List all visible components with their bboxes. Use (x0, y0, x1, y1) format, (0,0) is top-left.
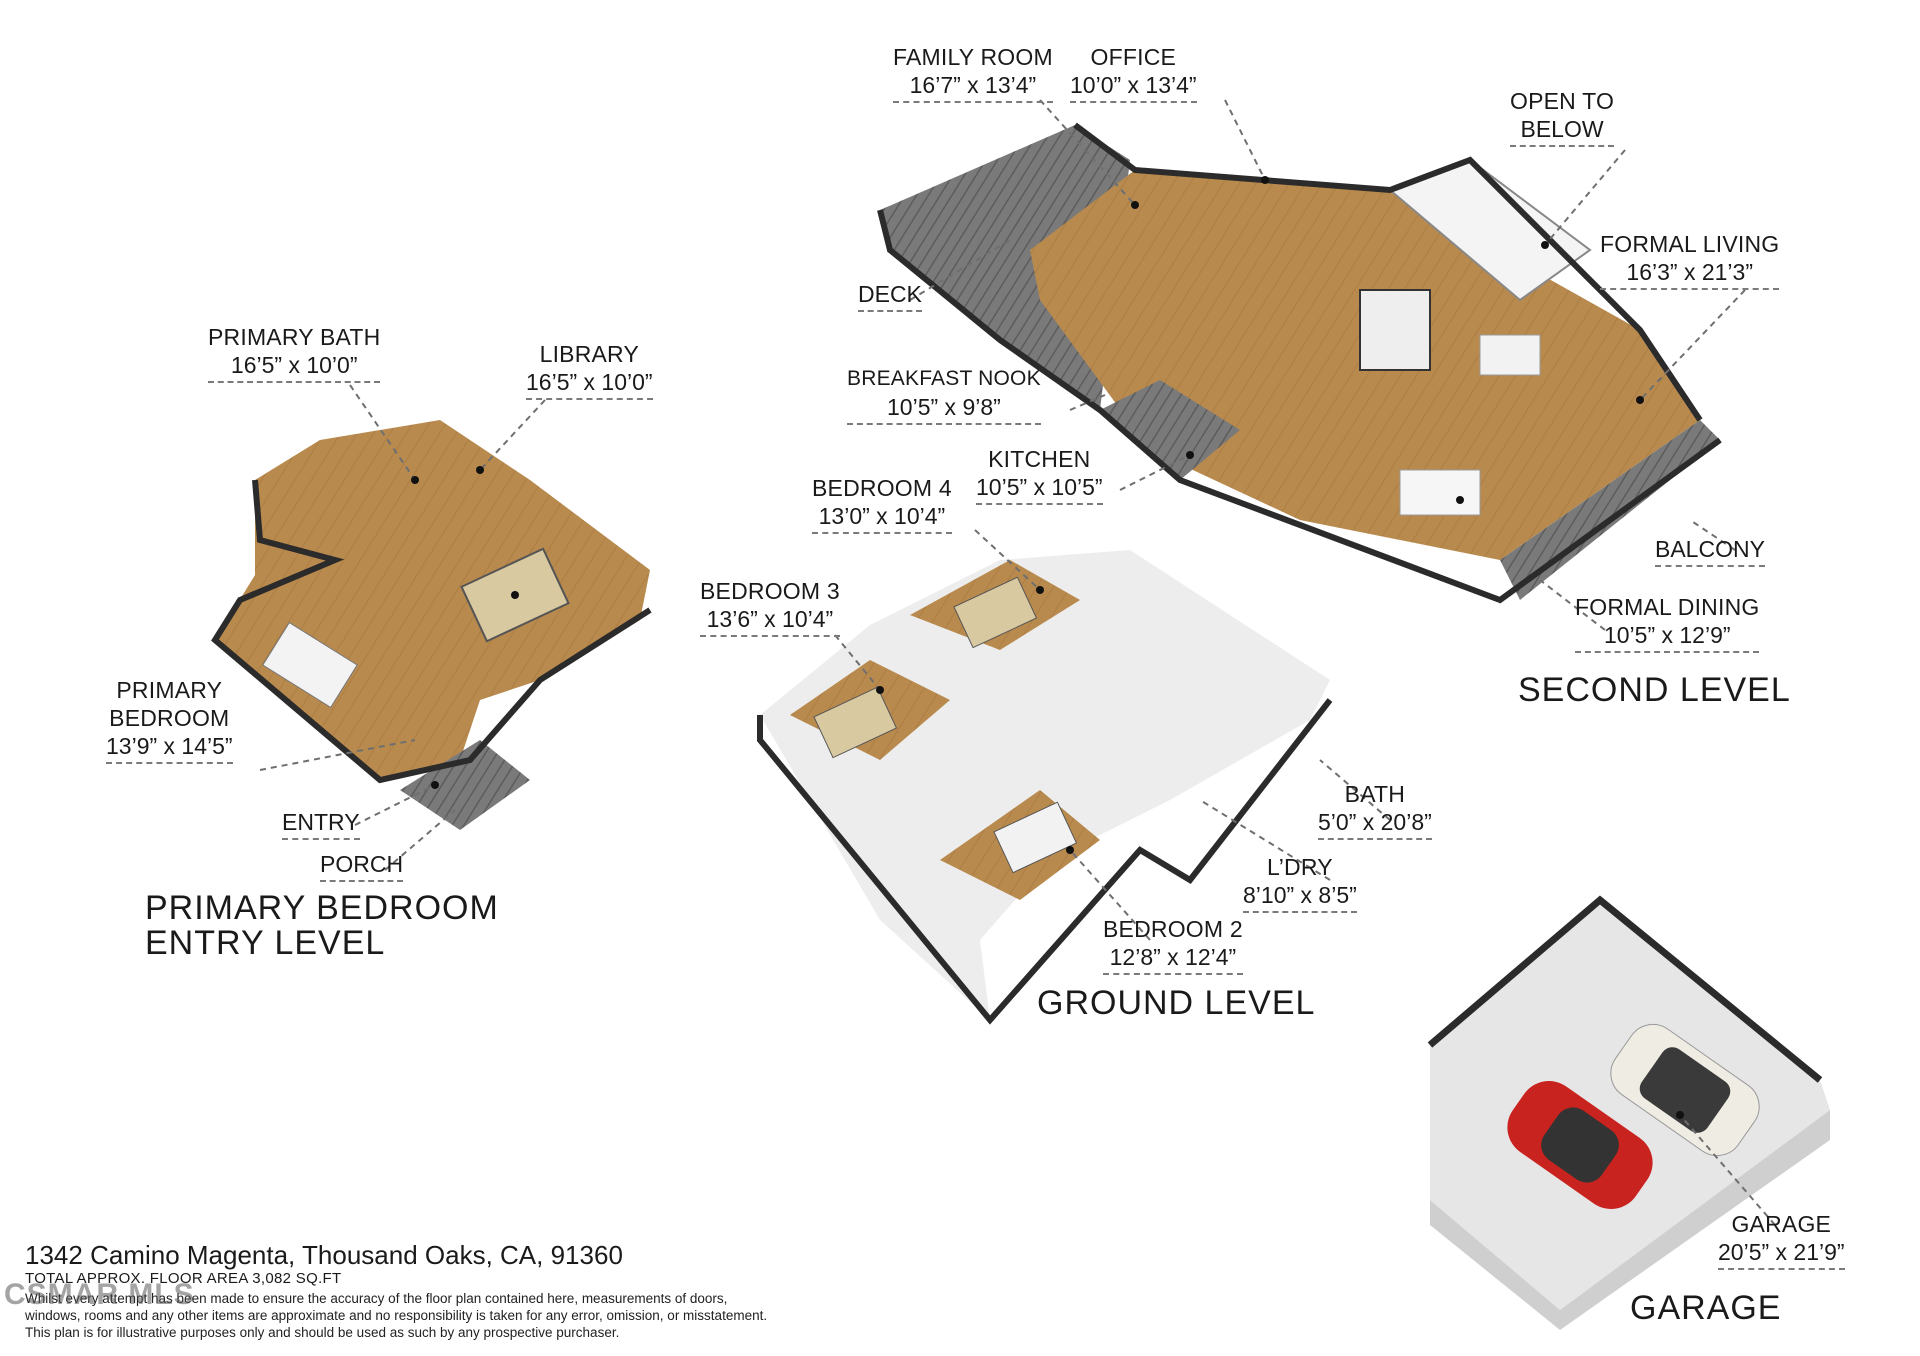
label-open-to-below: OPEN TO BELOW (1510, 87, 1614, 147)
room-name: ENTRY (282, 808, 360, 840)
disclaimer-line-1: Whilst every attempt has been made to en… (25, 1291, 728, 1306)
label-formal-dining: FORMAL DINING 10’5” x 12’9” (1575, 593, 1759, 653)
label-bedroom-2: BEDROOM 2 12’8” x 12’4” (1103, 915, 1243, 975)
room-name-line-2: BELOW (1510, 115, 1614, 147)
red-car-roof (1541, 1107, 1619, 1183)
room-dimensions: 20’5” x 21’9” (1718, 1238, 1845, 1270)
second-level-plan (877, 122, 1722, 604)
label-garage: GARAGE 20’5” x 21’9” (1718, 1210, 1845, 1270)
room-name: BEDROOM 3 (700, 578, 840, 604)
label-deck: DECK (858, 280, 922, 312)
room-name: FORMAL LIVING (1600, 231, 1780, 257)
label-kitchen: KITCHEN 10’5” x 10’5” (976, 445, 1103, 505)
label-primary-bath: PRIMARY BATH 16’5” x 10’0” (208, 323, 380, 383)
room-name: DECK (858, 280, 922, 312)
sofa (1479, 334, 1541, 376)
entry-level-plan (211, 420, 652, 830)
room-dimensions: 16’5” x 10’0” (208, 351, 380, 383)
porch-deck (400, 740, 530, 830)
label-primary-bedroom: PRIMARY BEDROOM 13’9” x 14’5” (106, 676, 233, 764)
room-dimensions: 10’5” x 12’9” (1575, 621, 1759, 653)
room-dimensions: 16’7” x 13’4” (893, 71, 1053, 103)
label-family-room: FAMILY ROOM 16’7” x 13’4” (893, 43, 1053, 103)
room-name: FAMILY ROOM (893, 44, 1053, 70)
label-balcony: BALCONY (1655, 535, 1765, 567)
staircase (262, 621, 358, 709)
ground-level-plan (757, 550, 1333, 1025)
room-dimensions: 13’6” x 10’4” (700, 605, 840, 637)
level-title-entry-line-1: PRIMARY BEDROOM (145, 889, 499, 927)
room-name: PRIMARY BATH (208, 324, 381, 350)
garage-walls (1427, 895, 1823, 1083)
room-name: KITCHEN (988, 446, 1091, 472)
room-name: BEDROOM 4 (812, 475, 952, 501)
label-bath: BATH 5’0” x 20’8” (1318, 780, 1432, 840)
room-dimensions: 10’0” x 13’4” (1070, 71, 1197, 103)
room-name: BEDROOM 2 (1103, 916, 1243, 942)
label-entry: ENTRY (282, 808, 360, 840)
label-laundry: L’DRY 8’10” x 8’5” (1243, 853, 1357, 913)
disclaimer-line-2: windows, rooms and any other items are a… (25, 1308, 768, 1323)
room-dimensions: 5’0” x 20’8” (1318, 808, 1432, 840)
room-name-line-1: PRIMARY (116, 677, 223, 703)
room-dimensions: 10’5” x 9’8” (847, 393, 1041, 425)
dining-table (1399, 469, 1481, 516)
room-dimensions: 8’10” x 8’5” (1243, 881, 1357, 913)
label-porch: PORCH (320, 850, 403, 882)
room-dimensions: 13’0” x 10’4” (812, 502, 952, 534)
room-name: FORMAL DINING (1575, 594, 1760, 620)
bed-2 (993, 801, 1078, 874)
second-level-walls (877, 209, 1722, 604)
label-breakfast-nook: BREAKFAST NOOK 10’5” x 9’8” (847, 365, 1041, 425)
level-title-entry-line-2: ENTRY LEVEL (145, 924, 386, 962)
room-name: BREAKFAST NOOK (847, 367, 1041, 390)
level-title-second: SECOND LEVEL (1518, 671, 1791, 709)
property-address: 1342 Camino Magenta, Thousand Oaks, CA, … (25, 1240, 623, 1270)
label-office: OFFICE 10’0” x 13’4” (1070, 43, 1197, 103)
level-title-ground: GROUND LEVEL (1037, 984, 1316, 1022)
room-name: BALCONY (1655, 535, 1765, 567)
deck-area (880, 125, 1130, 410)
label-library: LIBRARY 16’5” x 10’0” (526, 340, 653, 400)
room-name: OFFICE (1090, 44, 1177, 70)
label-formal-living: FORMAL LIVING 16’3” x 21’3” (1600, 230, 1779, 290)
room-name: GARAGE (1731, 1211, 1832, 1237)
disclaimer-line-3: This plan is for illustrative purposes o… (25, 1325, 620, 1340)
garage-plan (1427, 895, 1830, 1330)
entry-level-floor (215, 420, 650, 780)
room-name-line-1: OPEN TO (1510, 88, 1615, 114)
room-name: L’DRY (1267, 854, 1333, 880)
room-name: PORCH (320, 850, 403, 882)
label-bedroom-3: BEDROOM 3 13’6” x 10’4” (700, 577, 840, 637)
room-markers (411, 176, 1684, 1119)
total-floor-area: TOTAL APPROX. FLOOR AREA 3,082 SQ.FT (25, 1270, 342, 1287)
level-title-garage: GARAGE (1630, 1289, 1782, 1327)
fireplace (1359, 289, 1431, 371)
mls-watermark: CSMAR MLS (4, 1278, 195, 1311)
garage-floor (1430, 900, 1830, 1310)
room-dimensions: 16’3” x 21’3” (1600, 258, 1779, 290)
white-car-roof (1639, 1047, 1731, 1133)
nook-deck (1100, 380, 1240, 480)
ground-level-floor (760, 550, 1330, 1020)
bed-4 (953, 576, 1038, 649)
entry-level-walls (211, 479, 652, 784)
label-bedroom-4: BEDROOM 4 13’0” x 10’4” (812, 474, 952, 534)
room-dimensions: 13’9” x 14’5” (106, 732, 233, 764)
room-name: BATH (1344, 781, 1406, 807)
second-level-walls-back (1073, 122, 1703, 422)
ground-level-walls (757, 698, 1333, 1025)
bed-3 (813, 686, 898, 759)
room-name-line-2: BEDROOM (109, 705, 230, 731)
balcony-area (1500, 420, 1720, 600)
room-dimensions: 12’8” x 12’4” (1103, 943, 1243, 975)
room-dimensions: 10’5” x 10’5” (976, 473, 1103, 505)
room-name: LIBRARY (539, 341, 639, 367)
room-dimensions: 16’5” x 10’0” (526, 368, 653, 400)
